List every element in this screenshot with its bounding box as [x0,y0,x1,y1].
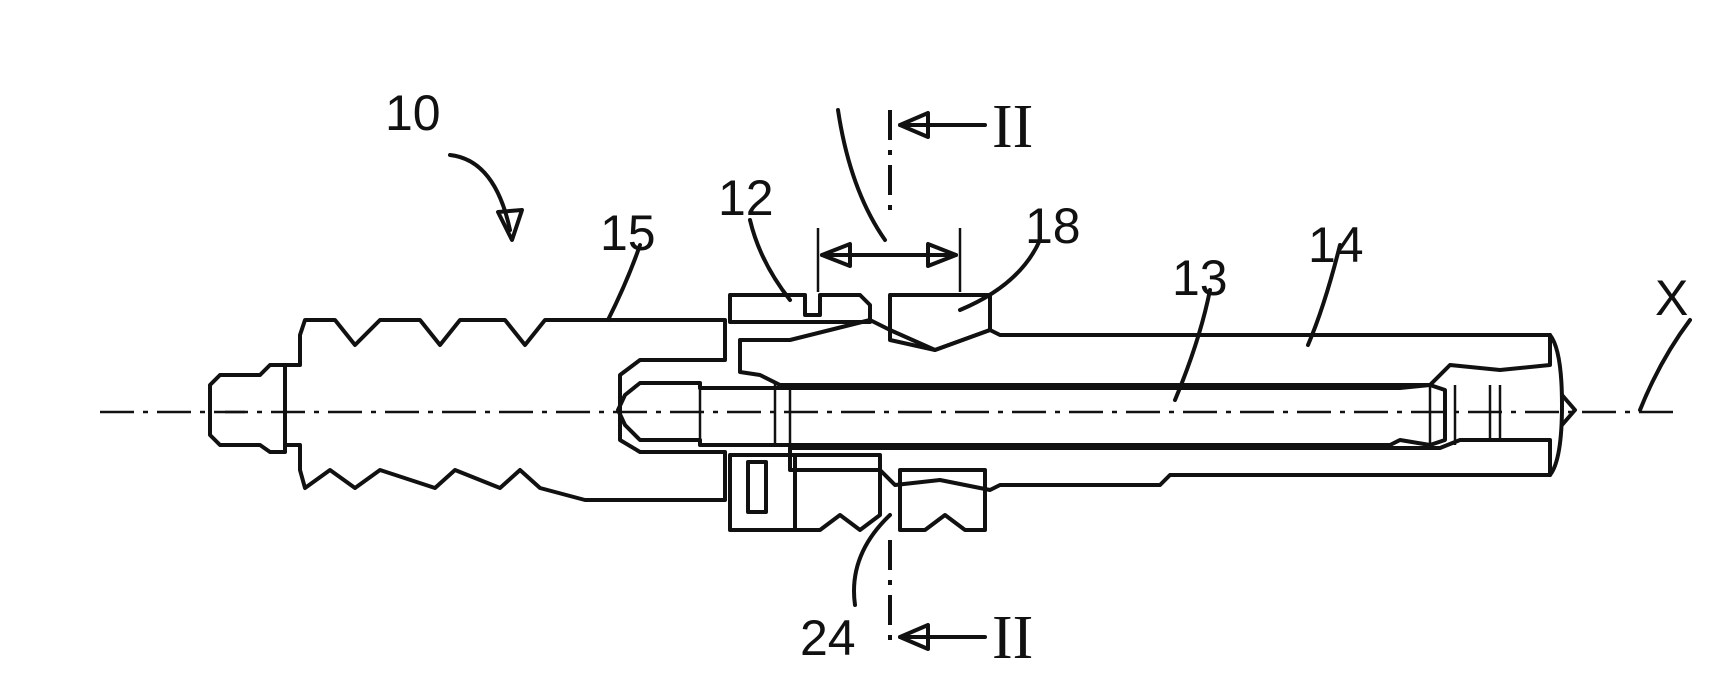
label-shaft: 14 [1308,217,1364,273]
label-sleeve: 12 [718,170,774,226]
label-section-top: II [992,93,1033,161]
label-section-bottom: II [992,604,1033,672]
label-assembly: 10 [385,85,441,141]
reference-labels: 10 15 12 18 14 13 X 24 II II [385,85,1688,672]
leader-lines [450,110,1690,605]
section-line [890,110,985,650]
inner-bore [618,383,1575,445]
label-head: 15 [600,205,656,261]
label-groove: 18 [1025,198,1081,254]
head-body [210,320,725,500]
label-axis: X [1655,270,1688,326]
shaft [740,320,1562,490]
label-bore: 13 [1172,250,1228,306]
label-ring: 24 [800,610,856,666]
dimension-arrow [818,228,960,292]
